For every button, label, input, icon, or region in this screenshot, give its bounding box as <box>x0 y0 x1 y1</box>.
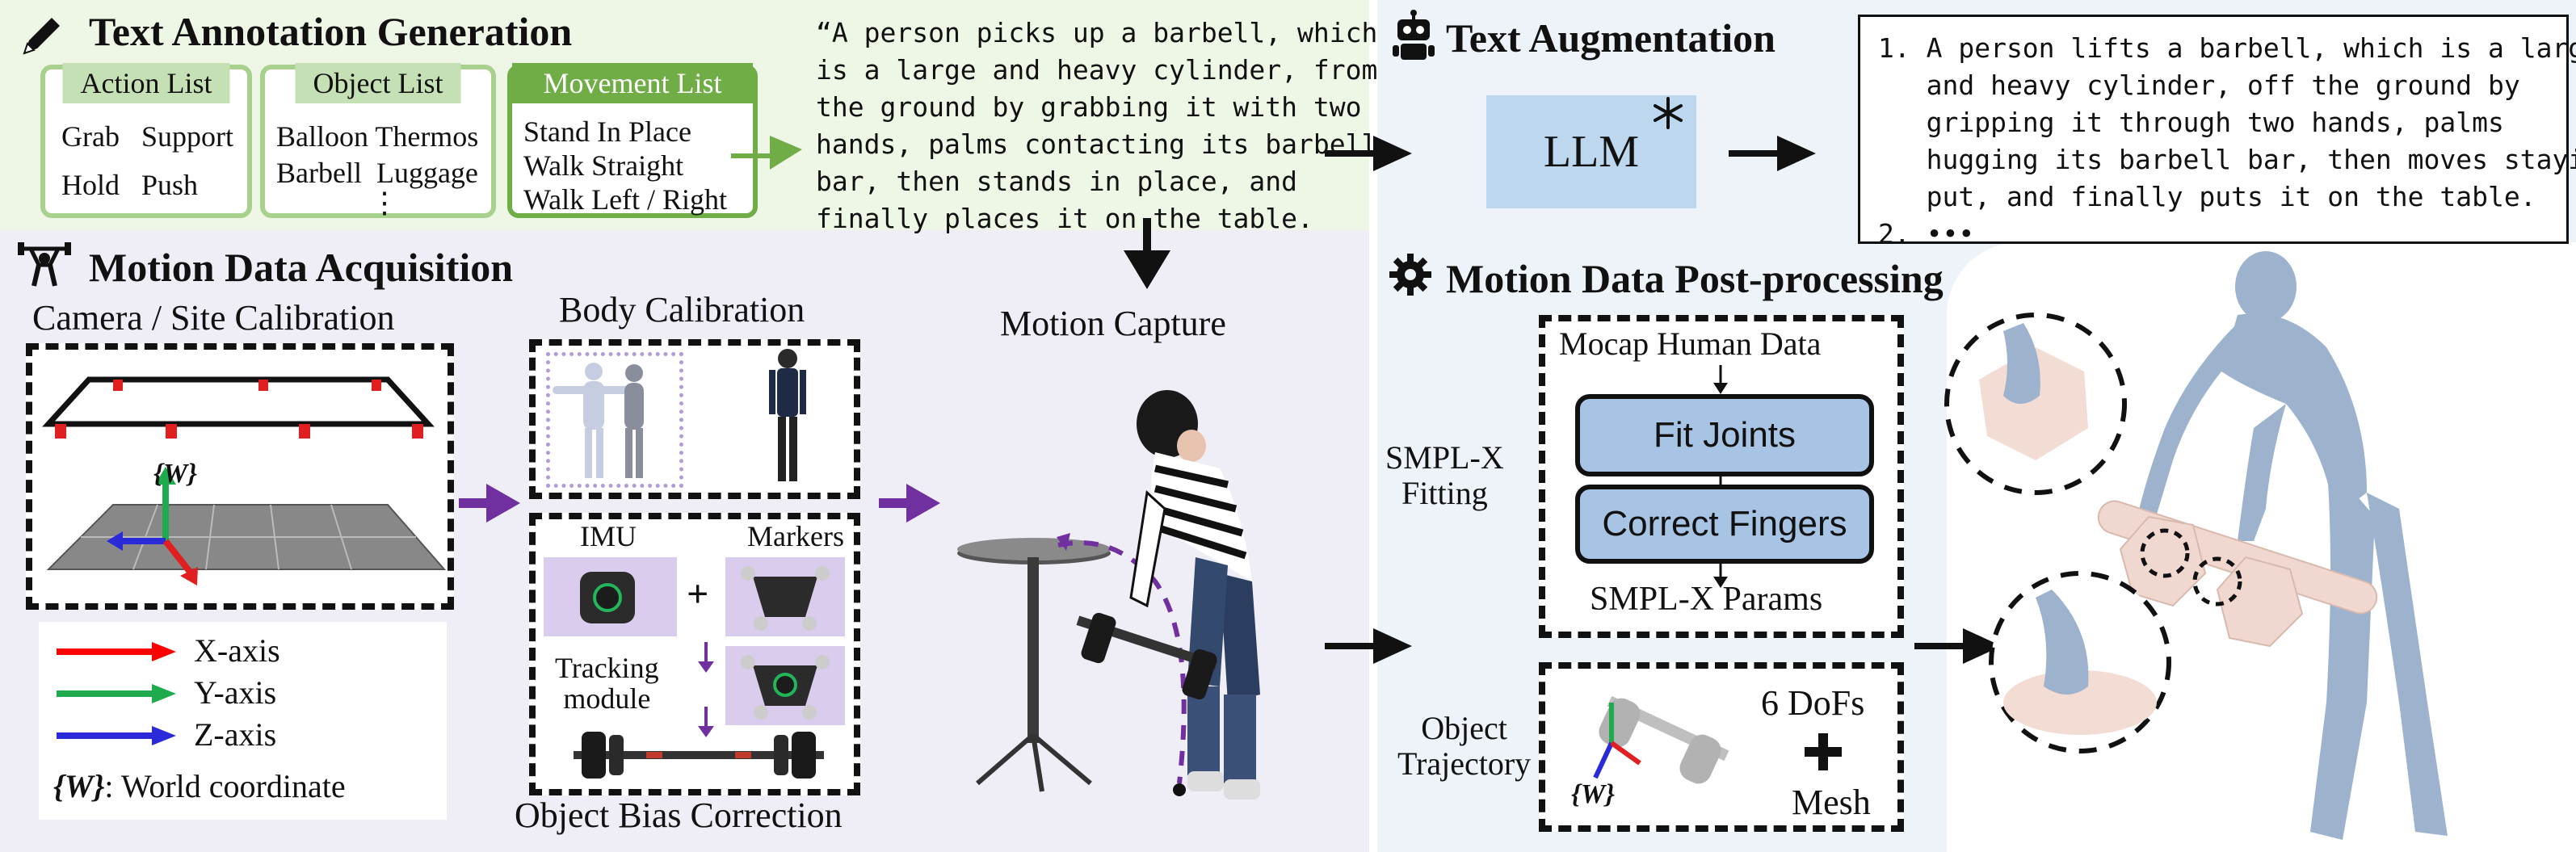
result-render <box>1944 251 2448 840</box>
fit-joints-box: Fit Joints <box>1575 394 1874 476</box>
correct-fingers-label: Correct Fingers <box>1602 504 1847 544</box>
motion-capture-label: Motion Capture <box>1000 304 1226 343</box>
plus-icon <box>1805 733 1842 770</box>
world-coordinate-note: {W}: World coordinate <box>53 767 346 805</box>
six-dofs-label: 6 DoFs <box>1761 683 1865 723</box>
z-axis-label: Z-axis <box>194 716 277 753</box>
object-list-box: Object List Balloon Thermos Barbell Lugg… <box>260 63 496 219</box>
motion-acquisition-title: Motion Data Acquisition <box>89 245 514 290</box>
mesh-label: Mesh <box>1792 783 1871 822</box>
object-trajectory-line: Trajectory <box>1397 745 1532 782</box>
object-list-row: Barbell Luggage <box>276 157 478 189</box>
purple-arrow-left <box>459 484 520 523</box>
smplx-fitting-label: SMPL-X Fitting <box>1385 440 1504 511</box>
tracking-label-line: module <box>563 682 651 715</box>
object-bias-correction-label: Object Bias Correction <box>515 795 843 835</box>
arrow-capture-to-post <box>1325 628 1412 664</box>
smplx-fitting-line: SMPL-X <box>1385 439 1504 476</box>
green-arrow <box>731 136 802 170</box>
arrow-down-to-capture <box>1124 218 1170 289</box>
camera-calibration-label: Camera / Site Calibration <box>32 298 395 338</box>
llm-label: LLM <box>1543 127 1640 177</box>
augmented-line: gripping it through two hands, palms <box>1878 107 2504 138</box>
augmented-line: and heavy cylinder, off the ground by <box>1878 69 2520 101</box>
snowflake-icon <box>1654 97 1683 129</box>
tracking-module-icon <box>741 655 830 720</box>
augmented-line: 2. ••• <box>1878 218 1975 250</box>
augmented-line: hugging its barbell bar, then moves stay… <box>1878 144 2576 175</box>
correct-fingers-box: Correct Fingers <box>1575 485 1874 564</box>
gear-icon <box>1389 254 1431 296</box>
object-list-row: Balloon Thermos <box>276 120 479 153</box>
purple-down-arrow-2 <box>698 707 714 737</box>
down-arrow-3 <box>1713 564 1728 588</box>
robot-icon <box>1393 10 1435 60</box>
y-axis-label: Y-axis <box>194 674 277 711</box>
object-trajectory-label: Object Trajectory <box>1397 711 1531 782</box>
trajectory-world-label: {W} <box>1571 779 1615 809</box>
y-axis-arrow <box>57 684 176 703</box>
world-symbol: {W} <box>53 768 105 804</box>
body-silhouette <box>553 363 644 478</box>
movement-list-row: Stand In Place <box>523 115 691 148</box>
mocap-data-label: Mocap Human Data <box>1559 325 1822 362</box>
object-trajectory-box <box>1539 662 1904 832</box>
action-list-row: Grab Support <box>61 120 233 153</box>
movement-list-header: Movement List <box>512 63 753 103</box>
weightlifter-icon <box>18 242 71 287</box>
pencil-icon <box>23 18 60 55</box>
llm-box: LLM <box>1486 95 1696 208</box>
calibration-person-photo <box>769 349 806 481</box>
x-axis-label: X-axis <box>194 632 280 669</box>
plus-sign: + <box>687 573 709 615</box>
motion-capture-photo <box>957 390 1260 800</box>
world-text: : World coordinate <box>104 768 346 804</box>
markers-device-icon <box>741 566 830 631</box>
description-line: is a large and heavy cylinder, from <box>816 54 1378 86</box>
object-trajectory-line: Object <box>1421 710 1507 746</box>
movement-list-row: Walk Straight <box>523 149 684 182</box>
purple-down-arrow-1 <box>698 642 714 673</box>
text-annotation-title: Text Annotation Generation <box>89 9 573 54</box>
action-list-header: Action List <box>62 63 230 103</box>
smplx-params-label: SMPL-X Params <box>1590 581 1823 618</box>
markers-label: Markers <box>747 520 844 552</box>
post-processing-title: Motion Data Post-processing <box>1446 256 1944 301</box>
description-line: finally places it on the table. <box>816 203 1313 234</box>
action-list-row: Hold Push <box>61 169 199 201</box>
arrow-to-llm <box>1325 136 1412 171</box>
arrow-post-to-result <box>1914 628 2002 664</box>
barbell-trajectory-icon <box>1593 695 1729 784</box>
smplx-fitting-line: Fitting <box>1401 475 1488 511</box>
text-description: “A person picks up a barbell, which is a… <box>816 15 1377 237</box>
barbell-image <box>574 732 824 779</box>
description-line: bar, then stands in place, and <box>816 166 1298 197</box>
body-calibration-label: Body Calibration <box>559 290 805 329</box>
tracking-module-label: Tracking module <box>555 653 659 714</box>
x-axis-arrow <box>57 642 176 661</box>
augmented-text-box: 1. A person lifts a barbell, which is a … <box>1858 15 2576 250</box>
fit-joints-label: Fit Joints <box>1653 415 1796 455</box>
z-axis-arrow <box>57 726 176 745</box>
description-line: hands, palms contacting its barbell <box>816 128 1378 160</box>
text-augmentation-title: Text Augmentation <box>1446 15 1775 61</box>
imu-device-icon <box>580 572 635 623</box>
purple-arrow-right <box>879 484 940 523</box>
description-line: the ground by grabbing it with two <box>816 91 1362 123</box>
augmented-line: put, and finally puts it on the table. <box>1878 181 2536 212</box>
world-frame-label: {W} <box>153 459 197 489</box>
action-list-box: Action List Grab Support Hold Push <box>40 63 252 218</box>
object-list-row: ⋮ <box>370 187 399 219</box>
arrow-llm-to-text <box>1729 136 1816 171</box>
movement-list-row: Walk Left / Right <box>523 183 728 216</box>
down-arrow-1 <box>1713 365 1728 394</box>
imu-label: IMU <box>580 520 637 552</box>
calibration-silhouette-frame <box>546 352 683 488</box>
description-line: “A person picks up a barbell, which <box>816 17 1378 48</box>
calibration-frame <box>42 376 447 585</box>
augmented-line: 1. A person lifts a barbell, which is a … <box>1878 32 2576 64</box>
movement-list-box: Movement List Stand In Place Walk Straig… <box>507 63 758 218</box>
object-list-header: Object List <box>295 63 461 103</box>
tracking-label-line: Tracking <box>555 652 659 684</box>
